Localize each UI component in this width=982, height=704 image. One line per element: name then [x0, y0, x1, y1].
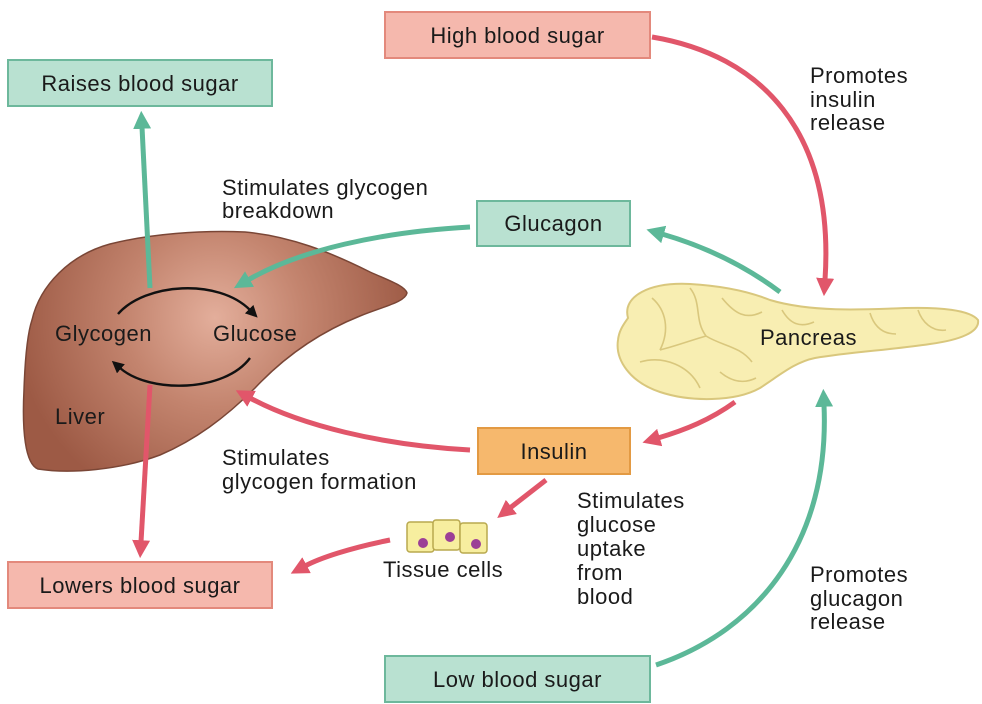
insulin-label: Insulin [520, 439, 587, 464]
low-blood-sugar-box: Low blood sugar [384, 655, 651, 703]
glycogen-label: Glycogen [55, 321, 152, 346]
stimulates-glucose-uptake-label: Stimulates glucose uptake from blood [577, 488, 685, 609]
label-line: breakdown [222, 198, 334, 223]
stimulates-glycogen-formation-label: Stimulates glycogen formation [222, 445, 417, 494]
label-line: uptake [577, 536, 646, 561]
glucose-label: Glucose [213, 321, 297, 346]
insulin-box-bg [477, 427, 631, 475]
label-line: blood [577, 584, 633, 609]
liver [22, 230, 408, 472]
label-line: Stimulates [577, 488, 685, 513]
high-blood-sugar-box-bg [384, 11, 651, 59]
label-line: release [810, 609, 886, 634]
lowers-blood-sugar-box-bg [7, 561, 273, 609]
tissue-cells [406, 519, 488, 554]
cell-nucleus [471, 539, 481, 549]
high-blood-sugar-label: High blood sugar [430, 23, 604, 48]
liver-shape [22, 230, 408, 472]
glucagon-box-bg [476, 200, 631, 247]
label-line: Stimulates [222, 445, 330, 470]
pancreas-shape [616, 282, 980, 401]
arrow-liver-to-raises-blood-sugar [133, 110, 153, 289]
liver-label: Liver [55, 404, 105, 429]
promotes-glucagon-release-label: Promotes glucagon release [810, 562, 908, 634]
pancreas-label: Pancreas [760, 325, 857, 350]
cell-nucleus [445, 532, 455, 542]
pancreas-lobule-line [689, 287, 707, 337]
glucagon-box: Glucagon [476, 200, 631, 247]
pancreas-lobule-line [869, 312, 897, 335]
insulin-box: Insulin [477, 427, 631, 475]
arrow-tissue-cells-to-lowers-blood-sugar [290, 537, 391, 574]
pancreas-lobule-line [639, 359, 701, 389]
high-blood-sugar-box: High blood sugar [384, 11, 651, 59]
label-line: insulin [810, 87, 876, 112]
glucose-to-glycogen-arrow [111, 357, 251, 387]
tissue-cell [459, 522, 488, 554]
arrow-high-blood-sugar-to-pancreas [651, 34, 835, 297]
label-line: glycogen formation [222, 469, 417, 494]
label-line: from [577, 560, 623, 585]
pancreas-lobule-line [917, 309, 947, 332]
arrow-insulin-to-tissue-cells [497, 478, 548, 518]
raises-blood-sugar-box: Raises blood sugar [7, 59, 273, 107]
raises-blood-sugar-box-bg [7, 59, 273, 107]
label-line: glucagon [810, 586, 903, 611]
promotes-insulin-release-label: Promotes insulin release [810, 63, 908, 135]
label-line: Promotes [810, 63, 908, 88]
label-line: release [810, 110, 886, 135]
tissue-cell [406, 521, 435, 553]
label-line: glucose [577, 512, 656, 537]
pancreas-lobule-line [705, 335, 753, 363]
pancreas-lobule-line [651, 297, 667, 351]
raises-blood-sugar-label: Raises blood sugar [41, 71, 238, 96]
pancreas-lobule-line [659, 335, 707, 351]
label-line: Stimulates glycogen [222, 175, 428, 200]
pancreas-lobule-line [781, 309, 815, 326]
lowers-blood-sugar-label: Lowers blood sugar [39, 573, 240, 598]
pancreas [616, 282, 980, 401]
tissue-cells-label: Tissue cells [383, 557, 503, 582]
arrow-liver-to-lowers-blood-sugar [132, 384, 153, 559]
arrow-glucagon-to-liver [233, 224, 471, 289]
low-blood-sugar-label: Low blood sugar [433, 667, 602, 692]
stimulates-glycogen-breakdown-label: Stimulates glycogen breakdown [222, 175, 428, 223]
label-line: Promotes [810, 562, 908, 587]
low-blood-sugar-box-bg [384, 655, 651, 703]
arrow-pancreas-to-glucagon [646, 225, 782, 295]
arrow-insulin-to-liver [235, 390, 471, 453]
glucagon-label: Glucagon [504, 211, 602, 236]
arrow-low-blood-sugar-to-pancreas [655, 388, 834, 668]
pancreas-lobule-line [719, 371, 757, 383]
arrow-pancreas-to-insulin [642, 399, 737, 447]
lowers-blood-sugar-box: Lowers blood sugar [7, 561, 273, 609]
cell-nucleus [418, 538, 428, 548]
pancreas-lobule-line [721, 297, 763, 317]
glycogen-to-glucose-arrow [117, 287, 258, 318]
